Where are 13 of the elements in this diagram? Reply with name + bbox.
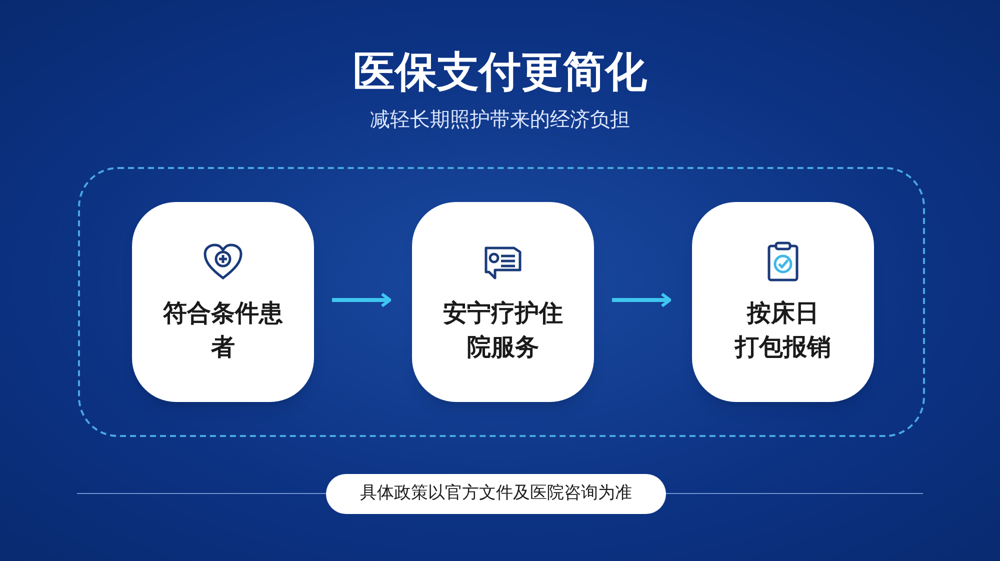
dashed-group-frame: [78, 167, 925, 437]
step-text: 打包报销: [733, 332, 832, 363]
step-card: [692, 202, 874, 402]
step-card: [412, 202, 594, 402]
arrow: [332, 292, 392, 308]
step-text: 符合条件患者: [163, 298, 283, 363]
step-text: 安宁疗护住院服务: [443, 298, 563, 363]
subtitle: 减轻长期照护带来的经济负担: [369, 106, 631, 133]
step-card: [132, 202, 314, 402]
arrow: [612, 292, 672, 308]
note-pill: 具体政策以官方文件及医院咨询为准: [326, 474, 666, 514]
title: 医保支付更简化: [352, 46, 648, 98]
step-text: 按床日: [746, 298, 820, 329]
